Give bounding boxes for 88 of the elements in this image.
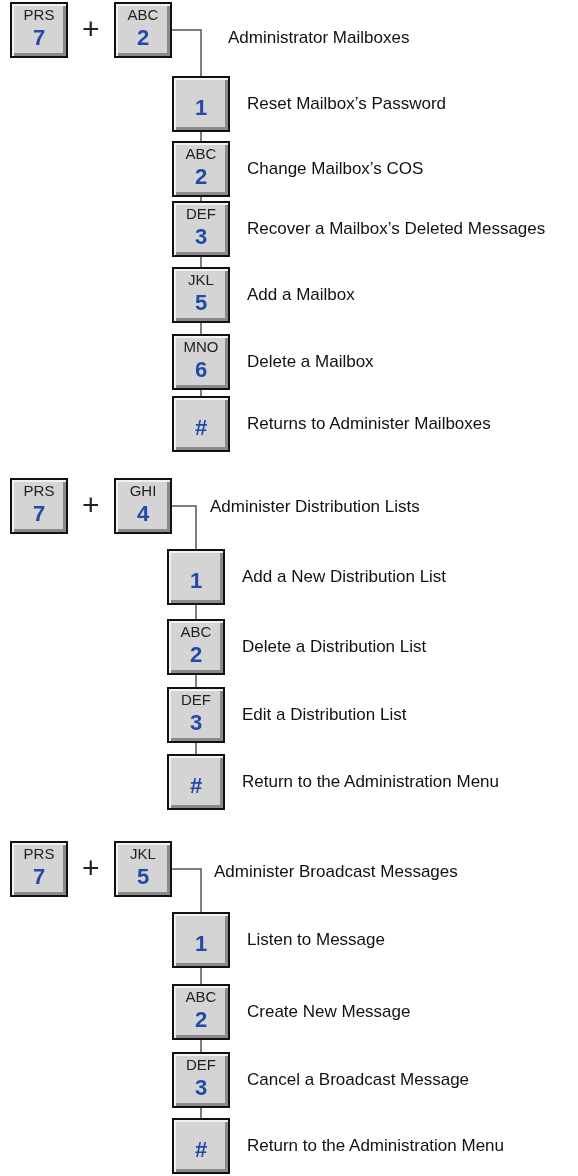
- key-letters: DEF: [185, 1057, 217, 1073]
- key-letters: DEF: [180, 692, 212, 708]
- key-digit: 4: [135, 502, 151, 526]
- key-digit: 3: [193, 1076, 209, 1100]
- key-digit: 7: [31, 865, 47, 889]
- key-letters: PRS: [22, 483, 56, 499]
- keypad-key: [172, 334, 230, 390]
- connector-line: [200, 196, 202, 202]
- connector-line: [200, 131, 202, 142]
- key-letters: ABC: [179, 624, 213, 640]
- menu-option-text: Edit a Distribution List: [242, 705, 407, 725]
- key-letters: PRS: [22, 846, 56, 862]
- connector-line: [195, 742, 197, 755]
- connector-line: [200, 1107, 202, 1119]
- plus-sign: +: [82, 490, 100, 520]
- key-letters: JKL: [129, 846, 157, 862]
- key-letters: ABC: [184, 989, 218, 1005]
- key-digit: 1: [188, 569, 204, 593]
- key-digit: 2: [135, 26, 151, 50]
- keypad-key: [114, 478, 172, 534]
- menu-option-text: Delete a Mailbox: [247, 352, 374, 372]
- plus-sign: +: [82, 14, 100, 44]
- key-digit: 1: [193, 96, 209, 120]
- connector-line: [200, 389, 202, 397]
- keypad-key: [172, 1118, 230, 1174]
- keypad-key: [167, 687, 225, 743]
- keypad-key: [172, 396, 230, 452]
- connector-line: [195, 604, 197, 620]
- key-digit: 5: [193, 291, 209, 315]
- keypad-key: [172, 1052, 230, 1108]
- key-letters: DEF: [185, 206, 217, 222]
- key-digit: 7: [31, 502, 47, 526]
- key-letters: JKL: [187, 272, 215, 288]
- key-digit: #: [193, 416, 209, 440]
- plus-sign: +: [82, 853, 100, 883]
- menu-option-text: Add a New Distribution List: [242, 567, 447, 587]
- keypad-key: [172, 76, 230, 132]
- key-digit: 5: [135, 865, 151, 889]
- menu-option-text: Reset Mailbox’s Password: [247, 94, 447, 114]
- key-digit: 3: [193, 225, 209, 249]
- menu-option-text: Returns to Administer Mailboxes: [247, 414, 491, 434]
- key-digit: 2: [193, 165, 209, 189]
- menu-option-text: Recover a Mailbox’s Deleted Messages: [247, 219, 546, 239]
- keypad-key: [172, 912, 230, 968]
- key-digit: 6: [193, 358, 209, 382]
- key-digit: 7: [31, 26, 47, 50]
- keypad-key: [167, 549, 225, 605]
- menu-heading: Administrator Mailboxes: [228, 28, 410, 48]
- keypad-key: [172, 267, 230, 323]
- connector-line: [200, 322, 202, 335]
- connector-line: [171, 868, 202, 913]
- keypad-key: [10, 841, 68, 897]
- key-letters: ABC: [126, 7, 160, 23]
- key-letters: MNO: [182, 339, 220, 355]
- keypad-key: [167, 754, 225, 810]
- keypad-key: [114, 2, 172, 58]
- key-letters: PRS: [22, 7, 56, 23]
- connector-line: [200, 256, 202, 268]
- connector-line: [200, 1039, 202, 1053]
- menu-option-text: Return to the Administration Menu: [247, 1136, 505, 1156]
- keypad-key: [172, 201, 230, 257]
- key-letters: GHI: [128, 483, 158, 499]
- menu-option-text: Add a Mailbox: [247, 285, 355, 305]
- menu-option-text: Cancel a Broadcast Message: [247, 1070, 470, 1090]
- key-digit: 1: [193, 932, 209, 956]
- connector-line: [195, 674, 197, 688]
- key-digit: #: [193, 1138, 209, 1162]
- key-digit: 2: [188, 643, 204, 667]
- key-letters: ABC: [184, 146, 218, 162]
- connector-line: [200, 967, 202, 985]
- keypad-key: [114, 841, 172, 897]
- menu-option-text: Return to the Administration Menu: [242, 772, 500, 792]
- key-digit: #: [188, 774, 204, 798]
- keypad-key: [10, 2, 68, 58]
- menu-option-text: Listen to Message: [247, 930, 385, 950]
- menu-heading: Administer Broadcast Messages: [214, 862, 458, 882]
- menu-option-text: Create New Message: [247, 1002, 411, 1022]
- menu-heading: Administer Distribution Lists: [210, 497, 420, 517]
- keypad-key: [167, 619, 225, 675]
- menu-option-text: Change Mailbox’s COS: [247, 159, 424, 179]
- connector-line: [171, 505, 197, 550]
- key-digit: 2: [193, 1008, 209, 1032]
- connector-line: [171, 29, 202, 77]
- menu-option-text: Delete a Distribution List: [242, 637, 427, 657]
- keypad-key: [172, 141, 230, 197]
- keypad-key: [10, 478, 68, 534]
- keypad-key: [172, 984, 230, 1040]
- key-digit: 3: [188, 711, 204, 735]
